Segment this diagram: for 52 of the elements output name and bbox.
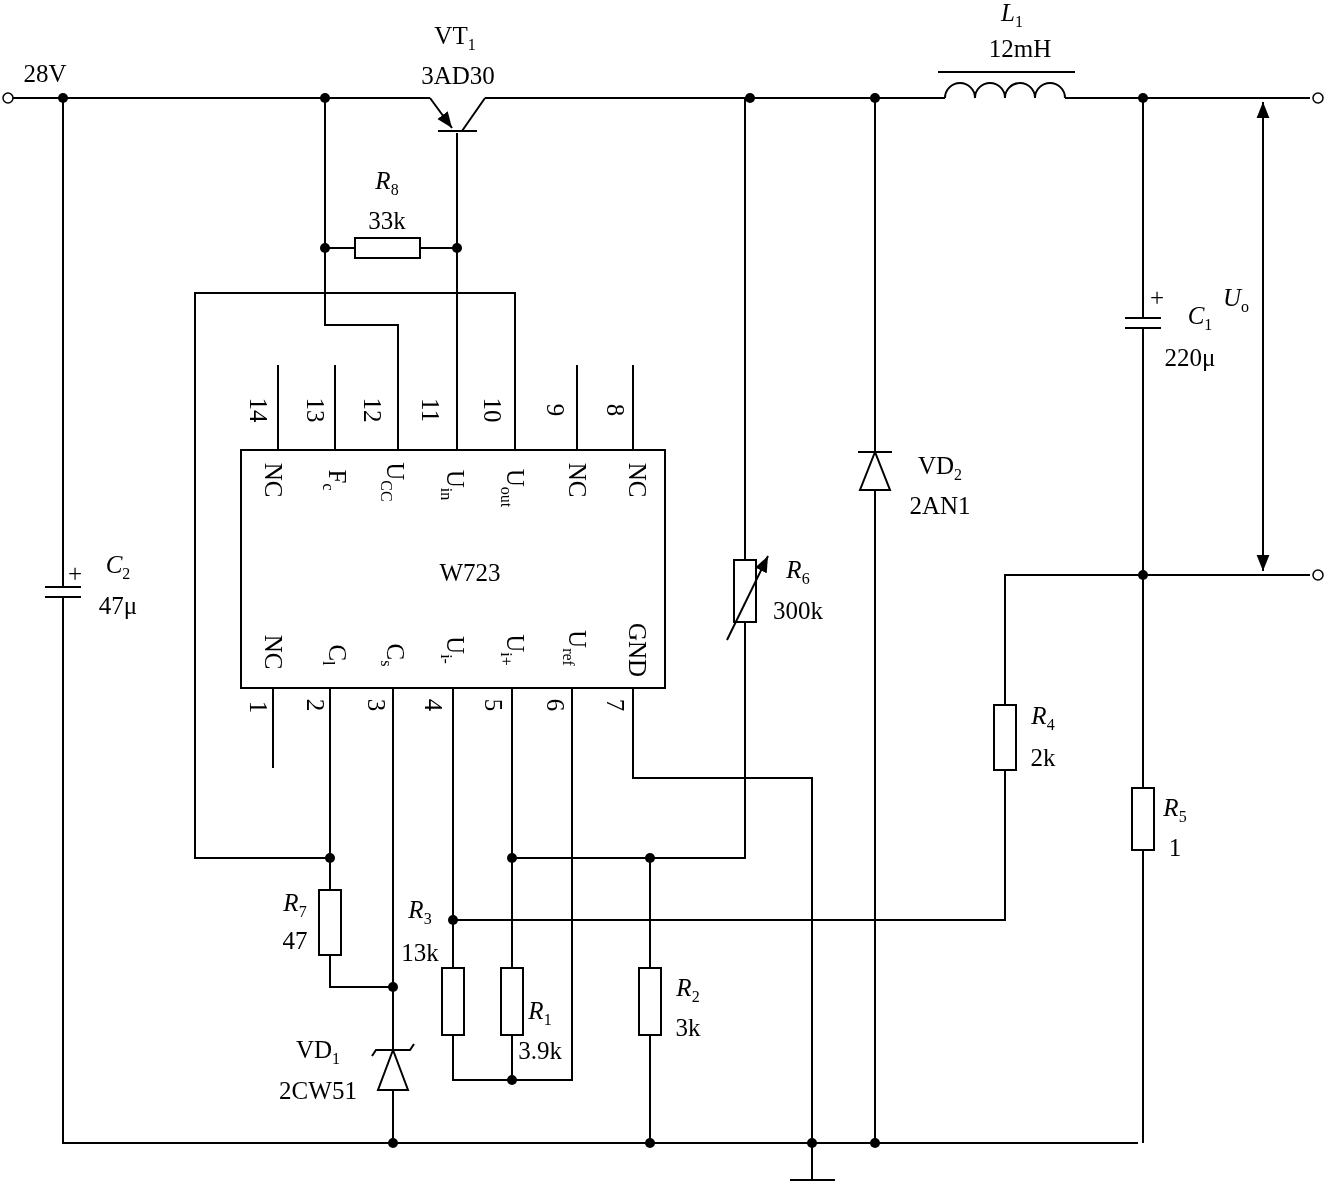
value-label: 2AN1 <box>909 492 971 518</box>
pin-number: 14 <box>245 397 271 423</box>
terminal-label: 28V <box>23 60 67 86</box>
component-label: R$_{7}$ <box>283 890 307 920</box>
pin-name: NC <box>260 462 286 498</box>
component-label: VD$_{2}$ <box>917 453 963 483</box>
pin-number: 1 <box>245 700 271 714</box>
component-label: R$_{6}$ <box>786 557 810 587</box>
value-label: 33k <box>368 207 406 233</box>
pin-name: NC <box>564 462 590 498</box>
value-label: 3AD30 <box>421 62 495 88</box>
component-label: R$_{8}$ <box>375 168 399 198</box>
value-label: 220μ <box>1164 344 1216 370</box>
value-label: 3.9k <box>518 1037 562 1063</box>
pin-number: 4 <box>420 698 446 712</box>
component-label: L$_{1}$ <box>1001 0 1023 30</box>
component-label: R$_{5}$ <box>1163 795 1187 825</box>
value-label: 13k <box>401 939 439 965</box>
voltage-label: U$_{o}$ <box>1222 285 1250 315</box>
component-label: R$_{2}$ <box>676 975 700 1005</box>
polarity-mark: + <box>1149 284 1165 310</box>
value-label: 300k <box>773 597 823 623</box>
value-label: 47μ <box>98 592 138 618</box>
component-label: R$_{3}$ <box>408 897 432 927</box>
pin-number: 8 <box>602 403 628 417</box>
chip-label: W723 <box>439 559 501 585</box>
component-label: C$_{2}$ <box>105 552 131 582</box>
value-label: 2CW51 <box>279 1077 357 1103</box>
pin-number: 6 <box>542 698 568 712</box>
pin-number: 10 <box>479 397 505 423</box>
pin-number: 2 <box>302 698 328 712</box>
component-label: VD$_{1}$ <box>295 1037 341 1067</box>
pin-number: 5 <box>480 698 506 712</box>
component-label: R$_{4}$ <box>1031 703 1055 733</box>
pin-name: GND <box>624 622 650 678</box>
value-label: 3k <box>675 1014 701 1040</box>
pin-name: NC <box>624 462 650 498</box>
value-label: 47 <box>282 927 308 953</box>
value-label: 1 <box>1168 834 1182 860</box>
pin-number: 11 <box>417 397 443 423</box>
value-label: 12mH <box>988 35 1052 61</box>
component-label: VT$_{1}$ <box>434 23 476 53</box>
component-label: R$_{1}$ <box>528 998 552 1028</box>
pin-number: 9 <box>542 403 568 417</box>
pin-number: 13 <box>302 397 328 423</box>
pin-number: 7 <box>602 698 628 712</box>
polarity-mark: + <box>67 560 83 586</box>
pin-name: NC <box>260 634 286 670</box>
pin-number: 3 <box>363 698 389 712</box>
component-label: C$_{1}$ <box>1187 303 1213 333</box>
pin-number: 12 <box>359 397 385 423</box>
value-label: 2k <box>1030 744 1056 770</box>
